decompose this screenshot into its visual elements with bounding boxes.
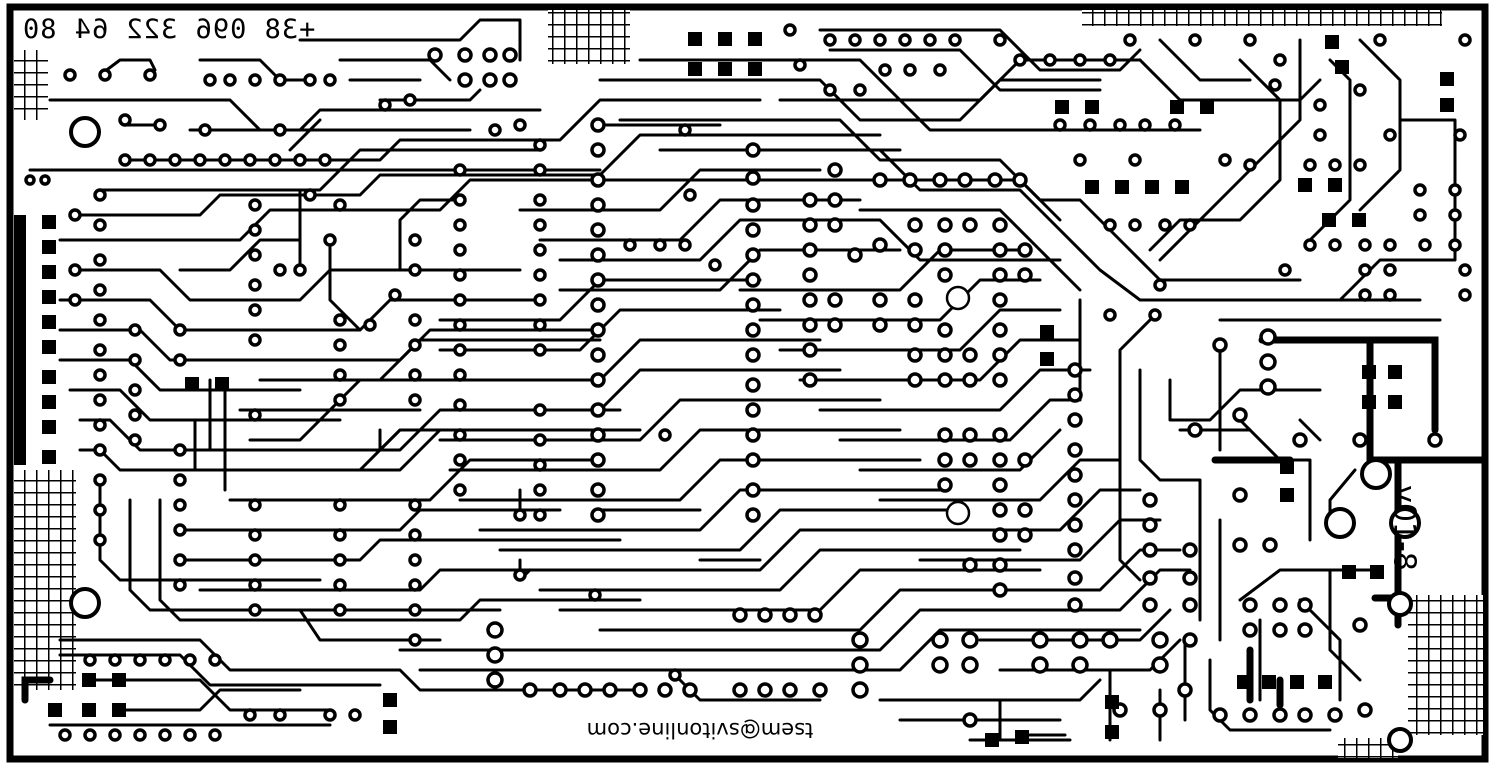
signal-traces [28,18,1457,742]
via-pads [24,23,1472,742]
ground-hatch-areas [14,10,1483,758]
phone-number-label: +38 096 322 64 80 [22,14,316,45]
left-edge-connector [14,215,26,465]
smd-pad-icon [42,32,1454,747]
version-label: v01-8 [1386,485,1422,571]
mount-hole-icon [69,116,1421,753]
email-label: tsem@svitonline.com [586,718,814,742]
